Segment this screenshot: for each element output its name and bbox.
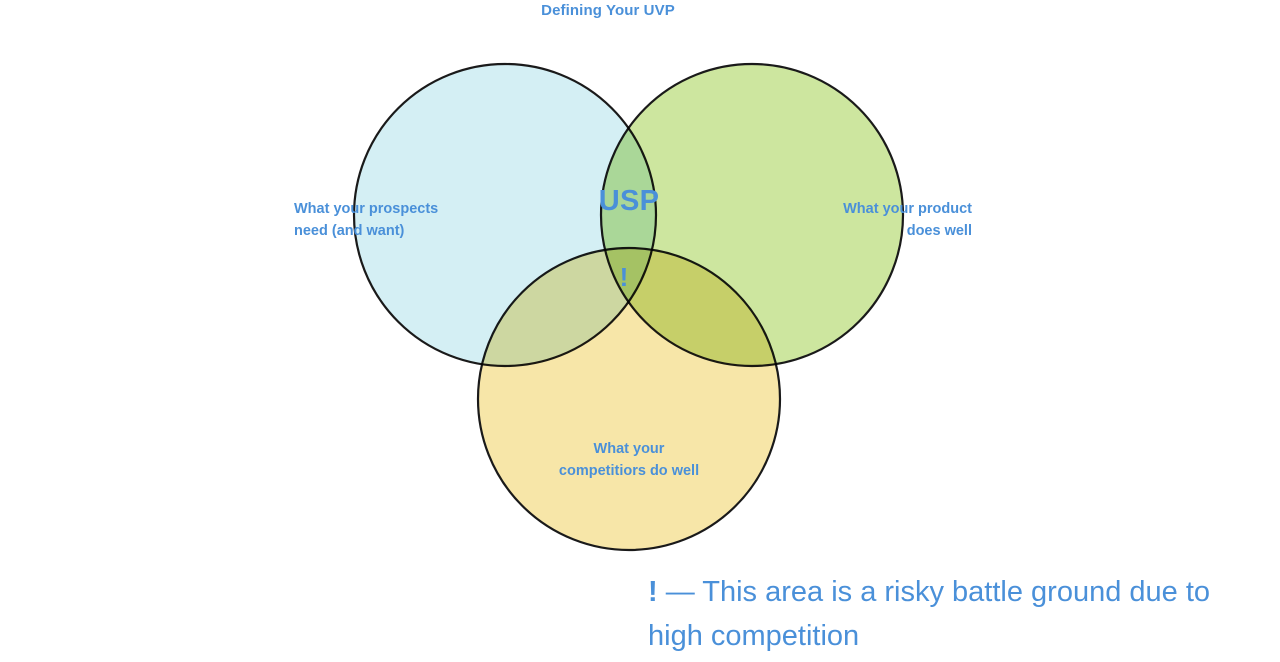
- venn-label-prospects: What your prospects need (and want): [294, 201, 439, 239]
- venn-label-competitors: What your competitiors do well: [558, 441, 700, 479]
- page-title: Defining Your UVP: [541, 2, 675, 19]
- caption: ! — This area is a risky battle ground d…: [648, 570, 1272, 658]
- caption-warning-marker: !: [648, 576, 658, 608]
- venn-circle-competitors[interactable]: [476, 246, 782, 552]
- venn-intersection-usp-label: USP: [598, 185, 660, 217]
- venn-label-product: What your product does well: [843, 201, 972, 239]
- caption-text: — This area is a risky battle ground due…: [648, 576, 1211, 652]
- venn-intersection-warning-icon: !: [619, 262, 629, 292]
